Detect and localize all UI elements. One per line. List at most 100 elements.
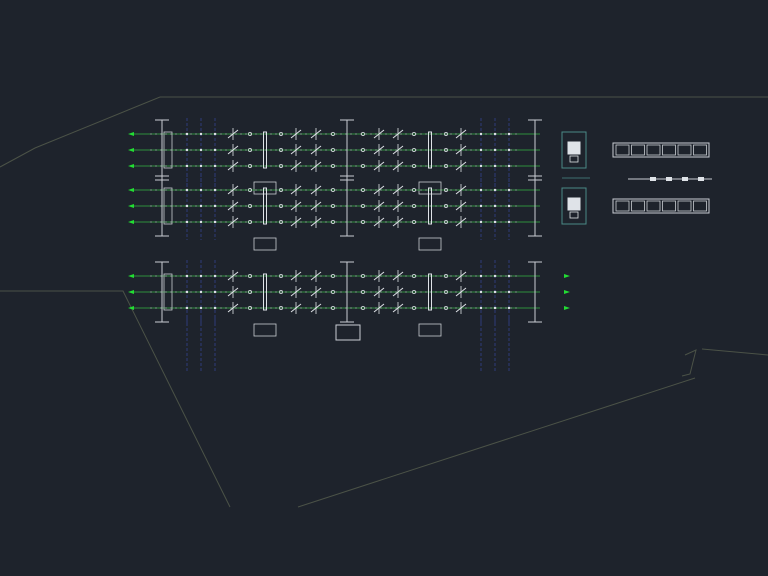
busbar-section-b (612, 198, 710, 214)
node-symbol (279, 306, 283, 310)
node-symbol (331, 220, 335, 224)
node-symbol (248, 148, 252, 152)
detail-base (569, 155, 579, 163)
node-symbol (412, 164, 416, 168)
bus-node (213, 306, 217, 310)
feeder-arrow (128, 188, 134, 192)
node-symbol (412, 306, 416, 310)
bus-node (199, 132, 203, 136)
bus-node (185, 204, 189, 208)
detail-base (569, 211, 579, 219)
bus-node (493, 220, 497, 224)
bus-node (479, 274, 483, 278)
bus-node (493, 306, 497, 310)
site-boundary (0, 96, 768, 508)
node-symbol (331, 148, 335, 152)
bus-node (213, 220, 217, 224)
feeder-arrow (564, 274, 570, 278)
bus-node (213, 132, 217, 136)
section-strip-mark (682, 177, 688, 181)
node-symbol (444, 306, 448, 310)
bus-node (493, 274, 497, 278)
bus-node (493, 132, 497, 136)
breaker-post (263, 273, 267, 311)
bus-node (185, 132, 189, 136)
detail-views (561, 131, 712, 225)
bus-node (199, 290, 203, 294)
breaker-post (428, 273, 432, 311)
bus-node (199, 274, 203, 278)
bus-node (479, 306, 483, 310)
section-cell (693, 200, 707, 212)
breaker-post (263, 131, 267, 169)
node-symbol (331, 164, 335, 168)
node-symbol (361, 274, 365, 278)
section-strip-mark (698, 177, 704, 181)
equipment-detail-a (561, 131, 587, 169)
bus-node (507, 274, 511, 278)
section-cell (662, 200, 676, 212)
bus-node (213, 188, 217, 192)
feeder-arrow (128, 164, 134, 168)
node-symbol (444, 220, 448, 224)
bus-node (185, 148, 189, 152)
node-symbol (444, 132, 448, 136)
section-frame (612, 142, 710, 158)
node-symbol (412, 148, 416, 152)
section-strip (628, 177, 712, 181)
feeder-arrow (128, 220, 134, 224)
node-symbol (279, 274, 283, 278)
bus-node (185, 220, 189, 224)
feeder-arrow (128, 274, 134, 278)
node-symbol (279, 188, 283, 192)
bus-node (479, 188, 483, 192)
node-symbol (444, 204, 448, 208)
control-box (253, 323, 277, 337)
node-symbol (248, 204, 252, 208)
node-symbol (279, 204, 283, 208)
bus-node (185, 274, 189, 278)
node-symbol (412, 290, 416, 294)
section-strip-mark (666, 177, 672, 181)
node-symbol (361, 132, 365, 136)
bus-node (493, 148, 497, 152)
node-symbol (279, 290, 283, 294)
transformer-icon (567, 197, 581, 211)
section-frame (612, 198, 710, 214)
breaker-post (263, 187, 267, 225)
section-cell (662, 144, 676, 156)
section-cell (693, 144, 707, 156)
bus-node (507, 132, 511, 136)
bus-node (493, 290, 497, 294)
section-cell (631, 144, 645, 156)
section-cell (646, 144, 661, 156)
node-symbol (361, 290, 365, 294)
section-cell (646, 200, 661, 212)
node-symbol (248, 306, 252, 310)
detail-frame (561, 131, 587, 169)
bus-node (185, 164, 189, 168)
node-symbol (361, 188, 365, 192)
bus-node (185, 290, 189, 294)
node-symbol (279, 164, 283, 168)
node-symbol (331, 132, 335, 136)
busbar-section-a (612, 142, 710, 158)
bay-upper (128, 118, 542, 195)
bus-node (479, 148, 483, 152)
section-cell (615, 144, 630, 156)
node-symbol (248, 274, 252, 278)
node-symbol (248, 220, 252, 224)
bus-node (507, 220, 511, 224)
breaker-post (428, 187, 432, 225)
feeder-arrow (564, 290, 570, 294)
node-symbol (412, 188, 416, 192)
node-symbol (444, 148, 448, 152)
node-symbol (361, 204, 365, 208)
node-symbol (361, 220, 365, 224)
end-cabinet (163, 273, 173, 311)
control-box (418, 323, 442, 337)
node-symbol (412, 204, 416, 208)
bay-middle (128, 174, 542, 251)
